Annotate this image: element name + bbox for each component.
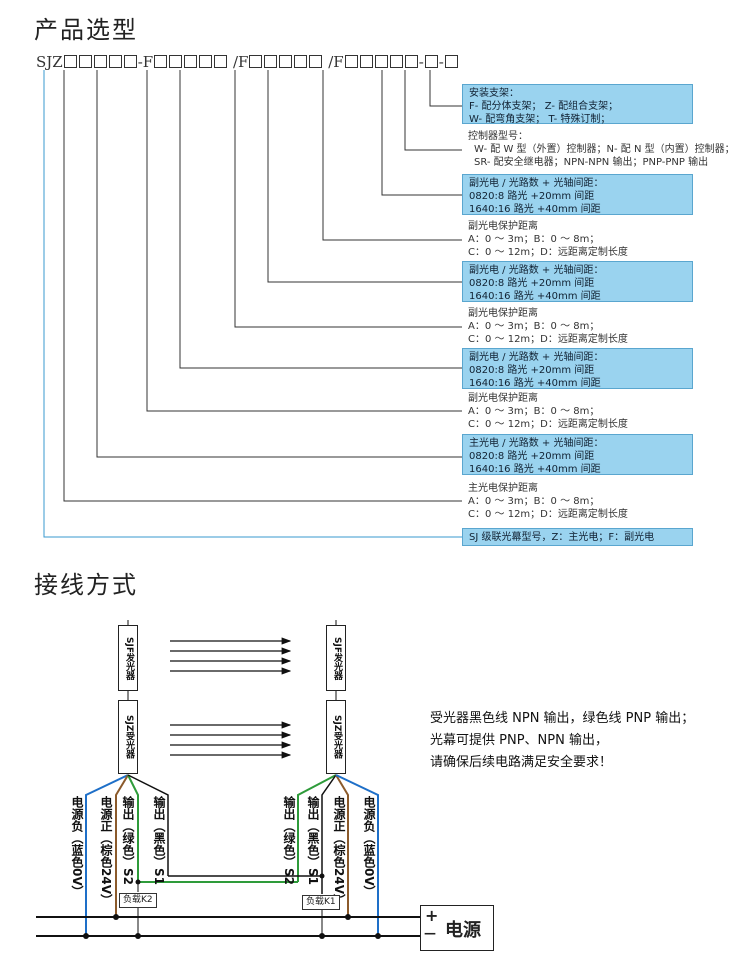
seg-f2: /F <box>232 53 249 71</box>
receiver-left: SJZ受光器 <box>118 700 138 774</box>
power-supply: + — 电源 <box>420 905 494 951</box>
selection-leader-lines <box>43 70 462 538</box>
left-wire-green: 输出（绿色）S2 <box>121 796 135 885</box>
model-code: SJZ -F /F /F -- <box>36 53 459 71</box>
right-wire-blue: 电源负（蓝色0V） <box>362 796 376 898</box>
dash1: - <box>418 53 424 71</box>
power-plus: + <box>425 906 439 925</box>
selection-title: 产品选型 <box>34 16 138 44</box>
box-series: SJ 级联光幕型号，Z：主光电；F：副光电 <box>462 528 693 546</box>
left-wire-blue: 电源负（蓝色0V） <box>70 796 84 898</box>
dash2: - <box>438 53 444 71</box>
emitter-left: SJF发光器 <box>118 625 138 691</box>
left-wire-brown: 电源正（棕色24V） <box>99 796 113 906</box>
receiver-right: SJZ受光器 <box>326 700 346 774</box>
emitter-right: SJF发光器 <box>326 625 346 691</box>
left-wire-black: 输出（黑色）S1 <box>152 796 166 885</box>
seg-f3: /F <box>328 53 344 71</box>
model-prefix: SJZ <box>36 53 63 71</box>
load-k2: 负载K2 <box>119 893 157 908</box>
power-minus: — <box>424 926 436 940</box>
seg-f1: -F <box>137 53 154 71</box>
wiring-notes: 受光器黑色线 NPN 输出，绿色线 PNP 输出；光幕可提供 PNP、NPN 输… <box>430 711 695 770</box>
power-label: 电源 <box>445 920 481 941</box>
wiring-diagram <box>36 620 420 939</box>
box-mount: 安装支架：F- 配分体支架； Z- 配组合支架；W- 配弯角支架； T- 特殊订… <box>462 84 693 125</box>
right-wire-black: 输出（黑色）S1 <box>306 796 320 885</box>
right-wire-green: 输出（绿色）S2 <box>282 796 296 885</box>
wiring-title: 接线方式 <box>34 571 138 599</box>
text-controller: 控制器型号：W- 配 W 型（外置）控制器；N- 配 N 型（内置）控制器；SR… <box>468 131 735 168</box>
right-wire-brown: 电源正（棕色24V） <box>332 796 346 906</box>
load-k1: 负载K1 <box>302 895 340 910</box>
